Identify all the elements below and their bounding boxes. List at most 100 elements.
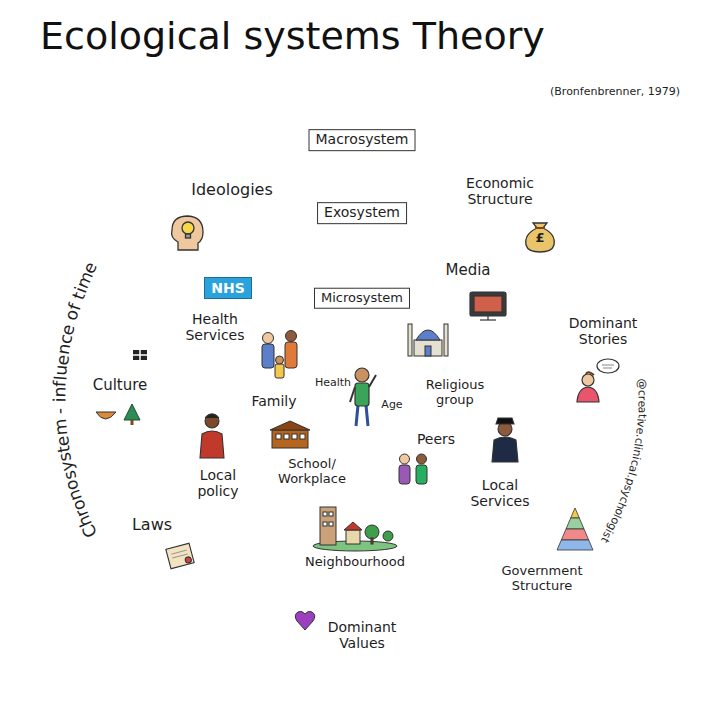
family-icon <box>262 331 297 379</box>
school-icon-part <box>292 434 297 439</box>
peers-icon-part <box>399 465 410 484</box>
child-figure-part <box>356 405 358 426</box>
peers-icon-part <box>416 465 427 484</box>
label-text: Peers <box>417 432 455 448</box>
child-figure-part <box>350 387 355 402</box>
scroll-icon-part <box>171 550 186 554</box>
neighbourhood-icon <box>313 507 397 551</box>
school-icon-part <box>272 430 308 448</box>
label-text: Local Services <box>464 478 536 509</box>
circle-outline <box>147 185 577 615</box>
system-heading: Microsystem <box>314 288 410 309</box>
mosque-icon <box>408 324 448 356</box>
child-figure-part <box>369 375 376 387</box>
scroll-icon <box>166 543 194 569</box>
neighbourhood-icon-part <box>323 512 327 516</box>
mosque-icon-part <box>414 340 442 356</box>
police-icon-part <box>492 437 518 462</box>
child-figure <box>350 368 376 426</box>
pyramid-icon-part <box>561 529 588 540</box>
arc-letter: e <box>636 400 647 407</box>
food-icon <box>96 412 116 419</box>
neighbourhood-icon-part <box>365 525 379 539</box>
diagram-title: Ecological systems Theory <box>40 14 545 58</box>
policy-maker-icon-part <box>205 414 219 418</box>
school-icon-part <box>284 434 289 439</box>
tree-icon-part <box>131 420 134 425</box>
child-figure-part <box>355 383 369 406</box>
label-text: Media <box>445 262 490 279</box>
neighbourhood-icon-part <box>320 507 336 545</box>
money-bag-icon-part <box>535 227 545 229</box>
school-icon-part <box>276 434 281 439</box>
policy-maker-icon <box>200 414 224 458</box>
neighbourhood-icon-part <box>371 538 373 544</box>
label-text: Laws <box>132 516 172 534</box>
neighbourhood-icon-part <box>346 530 360 544</box>
pyramid-icon-part <box>566 518 584 529</box>
scroll-icon-part <box>185 556 192 563</box>
badge-text: NHS <box>211 280 245 297</box>
label-text: Religious group <box>420 378 490 407</box>
pyramid-icon-part <box>557 540 593 550</box>
policy-maker-icon-part <box>200 431 224 458</box>
school-icon-part <box>270 421 310 430</box>
label-text: Culture <box>93 377 148 394</box>
money-bag-icon-part <box>526 223 555 252</box>
mosque-icon-part <box>444 324 448 356</box>
storyteller-icon-part <box>586 372 594 375</box>
label-text: Neighbourhood <box>305 555 405 570</box>
heart-icon <box>295 611 315 630</box>
family-icon-part <box>286 331 297 342</box>
system-circle: MicrosystemFamily Religious groupSchool/ … <box>234 272 490 528</box>
family-icon-part <box>285 342 297 368</box>
arc-letter: e <box>54 434 72 447</box>
label-text: Age <box>381 399 402 411</box>
head-bulb-icon-part <box>182 222 194 234</box>
tree-icon-part <box>124 404 140 420</box>
head-bulb-icon-part <box>172 216 203 250</box>
family-icon-part <box>263 333 274 344</box>
arc-letter: u <box>52 364 70 376</box>
system-circle: Chronosystem - influence of timeMacrosys… <box>48 86 676 714</box>
tv-icon-part <box>474 296 502 312</box>
flag-icon-part <box>133 350 147 360</box>
child-figure-part <box>355 368 369 382</box>
storyteller-icon-part <box>577 387 599 402</box>
peers-icon <box>399 454 427 484</box>
arc-letter: n <box>51 386 68 397</box>
circle-shape <box>50 88 675 713</box>
system-circle: ExosystemHealth Services MediaLocal Servi… <box>147 185 577 615</box>
neighbourhood-icon-part <box>329 512 333 516</box>
label-text: Health Services <box>179 312 251 343</box>
storyteller-icon-part <box>603 368 612 369</box>
arc-letter: f <box>52 380 69 387</box>
head-bulb-icon-part <box>186 234 191 238</box>
circle-shape <box>309 347 416 454</box>
label-text: Government Structure <box>496 564 588 593</box>
mosque-icon-part <box>416 330 440 340</box>
label-text: School/ Workplace <box>274 457 350 486</box>
police-icon <box>492 418 518 462</box>
scroll-icon-part <box>166 543 194 569</box>
system-heading: Exosystem <box>317 202 407 224</box>
peers-icon-part <box>400 454 410 464</box>
pyramid-icon-part <box>571 508 580 518</box>
mosque-icon-part <box>408 324 412 356</box>
label-text: Family <box>251 394 296 410</box>
neighbourhood-icon-part <box>323 522 327 526</box>
system-circle: MacrosystemIdeologiesEconomic StructureD… <box>72 110 652 690</box>
heart-icon-part <box>295 611 315 630</box>
storyteller-icon-part <box>597 359 619 373</box>
tv-icon <box>470 292 506 320</box>
arc-letter: r <box>636 396 647 401</box>
family-icon-part <box>276 356 284 364</box>
scroll-icon-part <box>172 554 187 558</box>
service-badge: NHS <box>204 277 252 300</box>
label-text: Economic Structure <box>457 176 543 207</box>
money-bag-icon <box>526 223 555 252</box>
arc-letter: a <box>636 407 647 414</box>
pyramid-icon <box>557 508 593 550</box>
